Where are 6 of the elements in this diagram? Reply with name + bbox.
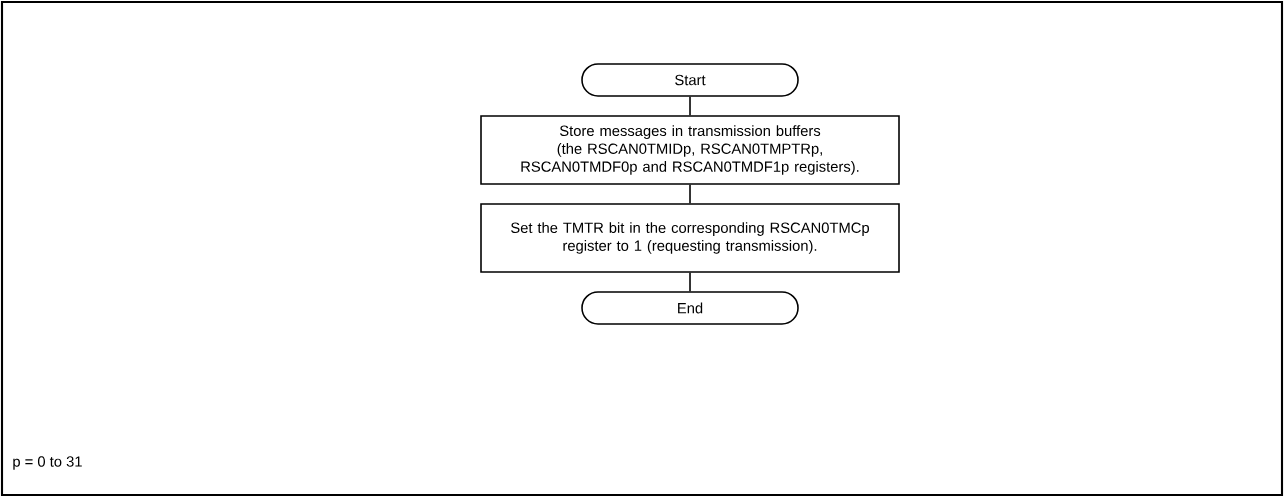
connector-line bbox=[689, 184, 691, 204]
process-box: Set the TMTR bit in the corresponding RSCAN0TMCp register to 1 (requesting transmission). bbox=[480, 203, 900, 273]
connector-line bbox=[689, 96, 691, 116]
note-text: p = 0 to 31 bbox=[13, 456, 82, 470]
process-box: Store messages in transmission buffers (the RSCAN0TMIDp, RSCAN0TMPTRp, RSCAN0TMDF0p and RSCAN0TMDF1p registers). bbox=[480, 115, 900, 185]
connector-line bbox=[689, 272, 691, 292]
